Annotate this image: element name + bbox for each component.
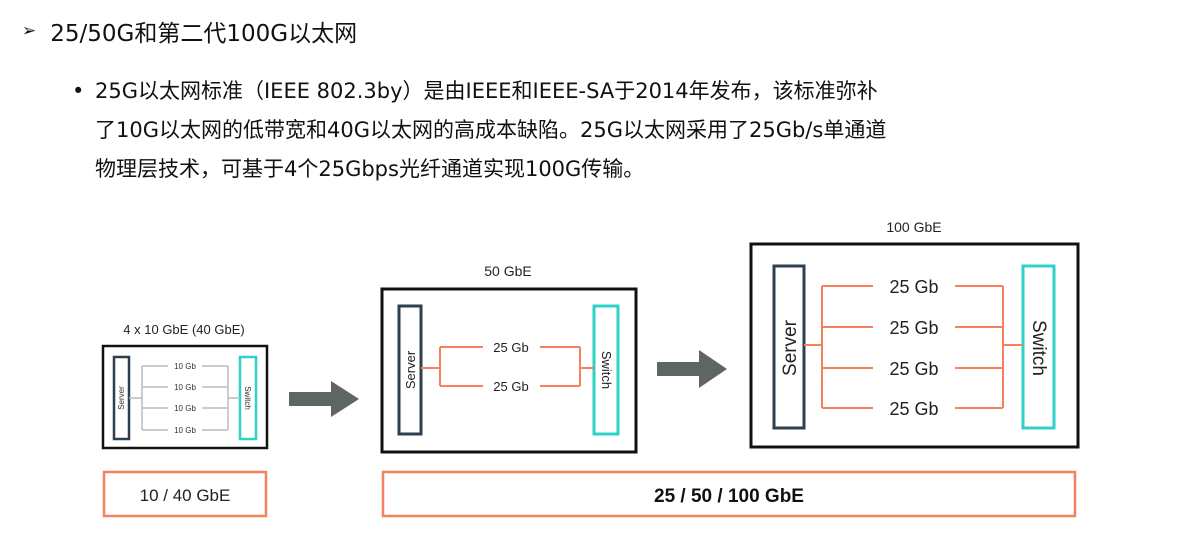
box1-frame	[101, 344, 269, 450]
box1-link-label: 10 Gb	[174, 404, 196, 413]
paragraph-line: 25G以太网标准（IEEE 802.3by）是由IEEE和IEEE-SA于201…	[95, 79, 878, 103]
paragraph-line: 物理层技术，可基于4个25Gbps光纤通道实现100G传输。	[95, 157, 645, 181]
box3-links	[804, 285, 1023, 409]
box1-link-label: 10 Gb	[174, 426, 196, 435]
caption-right: 25 / 50 / 100 GbE	[654, 486, 804, 507]
box2-server-label: Server	[403, 350, 418, 389]
box3-link-label: 25 Gb	[889, 359, 938, 379]
box2-link-label: 25 Gb	[493, 340, 528, 355]
section-heading: ➢ 25/50G和第二代100G以太网	[22, 14, 357, 48]
caption-left-box	[102, 470, 268, 518]
box1-links	[129, 365, 240, 431]
box1-title: 4 x 10 GbE (40 GbE)	[123, 322, 244, 337]
paragraph-line: 了10G以太网的低带宽和40G以太网的高成本缺陷。25G以太网采用了25Gb/s…	[95, 118, 887, 142]
box2-frame	[380, 287, 638, 454]
caption-right-box	[381, 470, 1077, 518]
right-arrow-icon	[289, 381, 359, 417]
box3-server-block	[772, 264, 806, 430]
right-arrow-icon	[657, 350, 727, 388]
bullet-dot-icon: •	[72, 79, 85, 103]
box3-frame	[749, 242, 1080, 449]
box1-server-label: Server	[117, 386, 126, 410]
caption-left: 10 / 40 GbE	[140, 486, 231, 505]
box1-link-label: 10 Gb	[174, 362, 196, 371]
triangle-arrow-icon: ➢	[22, 21, 37, 41]
box3-server-label: Server	[780, 319, 801, 376]
box3-link-label: 25 Gb	[889, 318, 938, 338]
box3-switch-block	[1021, 264, 1056, 430]
box2-title: 50 GbE	[484, 263, 531, 279]
box2-switch-block	[592, 304, 620, 436]
box2-links	[421, 346, 594, 387]
heading-text: 25/50G和第二代100G以太网	[50, 21, 358, 47]
box3-switch-label: Switch	[1028, 320, 1049, 376]
box1-switch-label: Switch	[243, 386, 252, 410]
box2-link-label: 25 Gb	[493, 379, 528, 394]
box3-title: 100 GbE	[886, 219, 941, 235]
box2-switch-label: Switch	[599, 351, 614, 389]
box1-link-label: 10 Gb	[174, 383, 196, 392]
box2-server-block	[397, 304, 423, 436]
box3-link-label: 25 Gb	[889, 399, 938, 419]
bullet-paragraph: • 25G以太网标准（IEEE 802.3by）是由IEEE和IEEE-SA于2…	[72, 72, 1162, 189]
box3-link-label: 25 Gb	[889, 277, 938, 297]
